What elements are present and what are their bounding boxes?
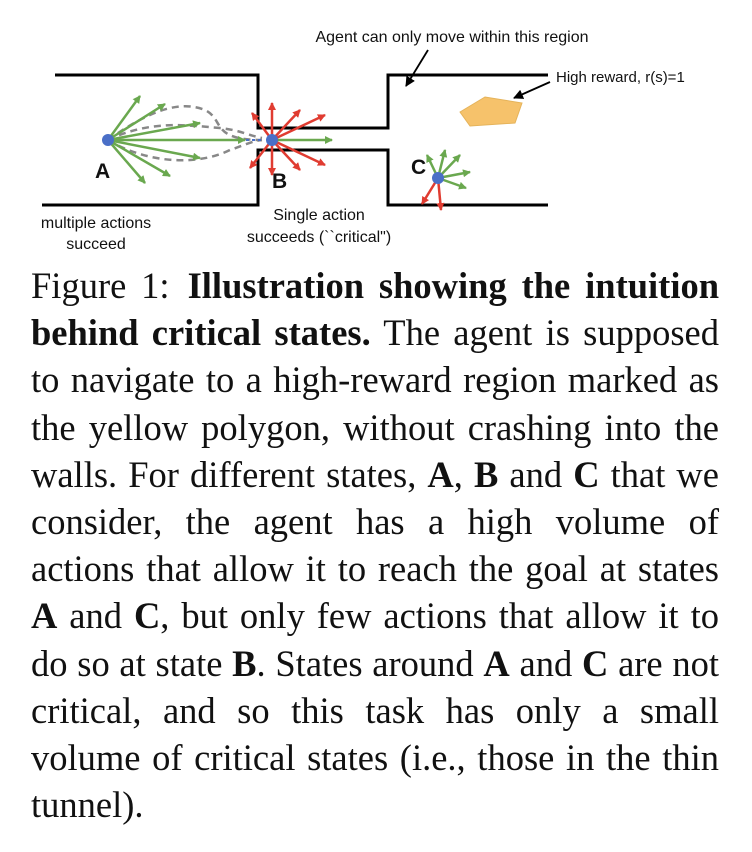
- dashed-path: [107, 138, 263, 162]
- state-ref: A: [427, 453, 454, 495]
- state-ref: C: [133, 595, 161, 637]
- state-a-label: A: [95, 160, 110, 183]
- label-a-line1: multiple actions: [41, 215, 151, 232]
- green-arrow: [107, 139, 146, 184]
- caption-text: and: [509, 642, 582, 684]
- bottom-wall: [42, 148, 548, 207]
- actions-c: [420, 149, 471, 211]
- green-arrow: [107, 102, 166, 142]
- state-ref: A: [483, 642, 510, 684]
- caption-text: ,: [453, 453, 474, 495]
- state-ref: C: [573, 453, 600, 495]
- maze-walls: [42, 73, 548, 207]
- reward-pointer-arrow: [513, 81, 551, 99]
- state-ref: B: [232, 642, 257, 684]
- label-b-line1: Single action: [273, 207, 365, 224]
- figure-svg: Agent can only move within this region H…: [41, 29, 685, 253]
- caption-title: Illustration showing the intuition behin…: [31, 265, 720, 354]
- figure-illustration: Agent can only move within this region H…: [0, 0, 752, 262]
- red-arrow: [271, 113, 326, 142]
- dashed-path: [107, 123, 263, 142]
- agent-dot-c: [432, 172, 444, 184]
- caption-text: , but only few actions that allow it to …: [31, 595, 720, 684]
- green-arrow: [106, 95, 142, 141]
- label-a-line2: succeed: [66, 236, 126, 253]
- figure-caption: Figure 1:Illustration showing the intuit…: [31, 262, 719, 828]
- caption-text: that we consider, the agent has a high v…: [31, 453, 719, 590]
- state-ref: B: [473, 453, 499, 495]
- caption-text: are not critical, and so this task has o…: [31, 642, 720, 826]
- state-c-label: C: [411, 156, 426, 179]
- green-arrow: [107, 138, 201, 161]
- region-annotation: Agent can only move within this region: [315, 29, 588, 46]
- caption-text: The agent is supposed to navigate to a h…: [31, 312, 719, 495]
- red-arrow: [271, 139, 301, 171]
- state-ref: A: [31, 595, 58, 637]
- red-arrow: [271, 109, 301, 141]
- region-pointer-arrow: [405, 49, 429, 87]
- agent-dot-b: [266, 134, 278, 146]
- green-arrow: [107, 138, 171, 178]
- caption-text: and: [57, 595, 134, 637]
- actions-a: [106, 95, 246, 184]
- caption-text: and: [498, 453, 574, 495]
- reward-polygon: [459, 96, 523, 127]
- figure-number: Figure 1:: [31, 265, 170, 306]
- label-b-line2: succeeds (``critical"): [247, 229, 391, 246]
- state-b-label: B: [272, 170, 287, 193]
- reward-annotation: High reward, r(s)=1: [556, 69, 685, 86]
- red-arrow: [271, 138, 326, 167]
- top-wall: [55, 73, 548, 130]
- state-ref: C: [581, 642, 609, 684]
- actions-b: [249, 102, 333, 176]
- caption-text: . States around: [256, 642, 484, 684]
- green-arrow: [107, 120, 201, 142]
- agent-dot-a: [102, 134, 114, 146]
